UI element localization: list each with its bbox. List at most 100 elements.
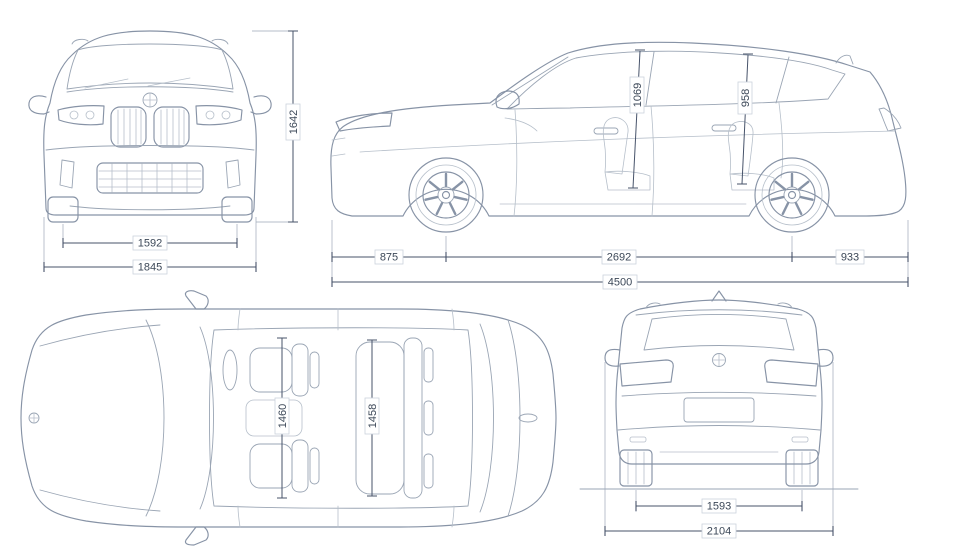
- rear-view: 1593 2104: [579, 290, 859, 539]
- dim-label-rear-interior-height: 958: [737, 81, 753, 115]
- rear-wheel: [754, 157, 830, 233]
- a-pillar: [491, 56, 569, 106]
- license-plate-recess: [683, 397, 755, 423]
- dim-label-box: [132, 259, 168, 275]
- fog-slot-right: [225, 159, 241, 189]
- dim-label-box: [701, 498, 737, 514]
- antenna-fin-top: [518, 413, 538, 423]
- wipers: [84, 77, 191, 89]
- rear-roof-rails: [645, 302, 793, 309]
- front-car-body: [43, 30, 257, 216]
- bmw-roundel-front: [142, 92, 158, 108]
- fog-slot-left: [59, 159, 75, 189]
- door-seams: [513, 102, 784, 217]
- svg-text:1069: 1069: [632, 83, 644, 107]
- antenna-fin-rear: [711, 290, 727, 302]
- front-wheel-right: [221, 196, 253, 223]
- dim-label-box: [835, 249, 865, 265]
- rear-mirror-right: [817, 348, 834, 367]
- door-handle-rear: [711, 124, 737, 132]
- bmw-roundel-top: [28, 412, 40, 424]
- dim-front-interior-width: 1460: [274, 337, 290, 499]
- top-interior-seats: [222, 337, 434, 499]
- dim-label-wheelbase: 2692: [607, 252, 631, 264]
- dim-label-box: [601, 249, 637, 265]
- dim-front-overall-width: 1845: [43, 217, 257, 275]
- top-car-body: [20, 308, 557, 528]
- wheel-spokes: [770, 172, 814, 216]
- dim-rear-track-width: 1593: [635, 490, 803, 514]
- dim-rear-interior-height: 958: [737, 53, 753, 185]
- lower-lip: [69, 205, 231, 211]
- front-wheel-left: [47, 196, 79, 223]
- bumper-line: [617, 425, 821, 431]
- side-seats: [504, 117, 775, 191]
- dim-label-rear-overhang: 933: [841, 252, 859, 264]
- c-pillar: [775, 56, 790, 104]
- rear-wheel-right: [785, 449, 819, 487]
- dim-label-overall-height: 1642: [285, 103, 301, 141]
- front-view: 1592 1845 1642: [28, 30, 301, 275]
- dim-label-width-incl-mirrors: 2104: [707, 526, 731, 538]
- reflector-right: [791, 436, 809, 443]
- roof-edges: [209, 327, 473, 509]
- front-windshield: [66, 43, 234, 90]
- hood-creases: [39, 324, 161, 512]
- dim-label-overall-width: 1845: [138, 262, 162, 274]
- dim-rear-interior-width: 1458: [364, 339, 380, 497]
- dim-label-box: [701, 523, 737, 539]
- dim-width-incl-mirrors: 2104: [604, 362, 834, 539]
- side-headlight: [335, 112, 393, 132]
- front-bumper-lines: [331, 137, 346, 157]
- dim-front-track-width: 1592: [62, 224, 238, 251]
- bumper-crease: [45, 145, 255, 151]
- character-line: [359, 130, 896, 153]
- headlight-right: [195, 105, 243, 126]
- front-mirror-left: [28, 95, 50, 115]
- antenna-fin: [835, 54, 854, 65]
- windshield-top: [145, 319, 214, 517]
- rear-glass-top: [479, 319, 521, 517]
- side-mirror: [495, 90, 520, 110]
- top-door-seams: [237, 308, 455, 528]
- headlight-left: [57, 105, 105, 126]
- dim-length-row: 875 2692 933: [331, 220, 909, 287]
- air-intake-grid: [96, 162, 204, 194]
- rear-car-body: [615, 299, 823, 465]
- taillight-left: [619, 359, 674, 387]
- dim-label-overall-length: 4500: [608, 277, 632, 289]
- svg-text:1458: 1458: [367, 404, 379, 428]
- dim-overall-length: 4500: [331, 274, 909, 290]
- svg-text:958: 958: [740, 89, 752, 107]
- dim-label-box: [132, 235, 168, 251]
- wheel-spokes: [424, 172, 468, 216]
- rear-window: [643, 314, 795, 351]
- reflector-left: [629, 436, 647, 443]
- dim-label-box: [602, 274, 638, 290]
- front-mirror-right: [250, 95, 272, 115]
- door-handle-front: [593, 127, 619, 135]
- top-mirror-right: [184, 526, 209, 546]
- tailgate-line: [621, 391, 817, 397]
- rear-mirror-left: [604, 348, 621, 367]
- b-pillar: [645, 51, 655, 106]
- kidney-grille: [110, 106, 190, 148]
- dim-label-box: [374, 249, 404, 265]
- rear-wheel-left: [619, 449, 653, 487]
- side-glass: [506, 50, 846, 110]
- dim-label-front-overhang: 875: [380, 252, 398, 264]
- roof-rails: [71, 38, 229, 45]
- taillight-right: [764, 359, 819, 387]
- bmw-roundel-rear: [712, 353, 726, 367]
- dim-front-interior-height: 1069: [628, 49, 645, 189]
- rear-spoiler-line: [635, 309, 803, 316]
- svg-text:1460: 1460: [277, 404, 289, 428]
- dim-label-rear-interior-width: 1458: [364, 397, 380, 435]
- svg-text:1642: 1642: [288, 110, 300, 134]
- dim-label-front-interior-height: 1069: [629, 76, 645, 114]
- hood-shutline: [66, 86, 234, 93]
- front-wheel: [408, 157, 484, 233]
- dim-label-front-interior-width: 1460: [274, 397, 290, 435]
